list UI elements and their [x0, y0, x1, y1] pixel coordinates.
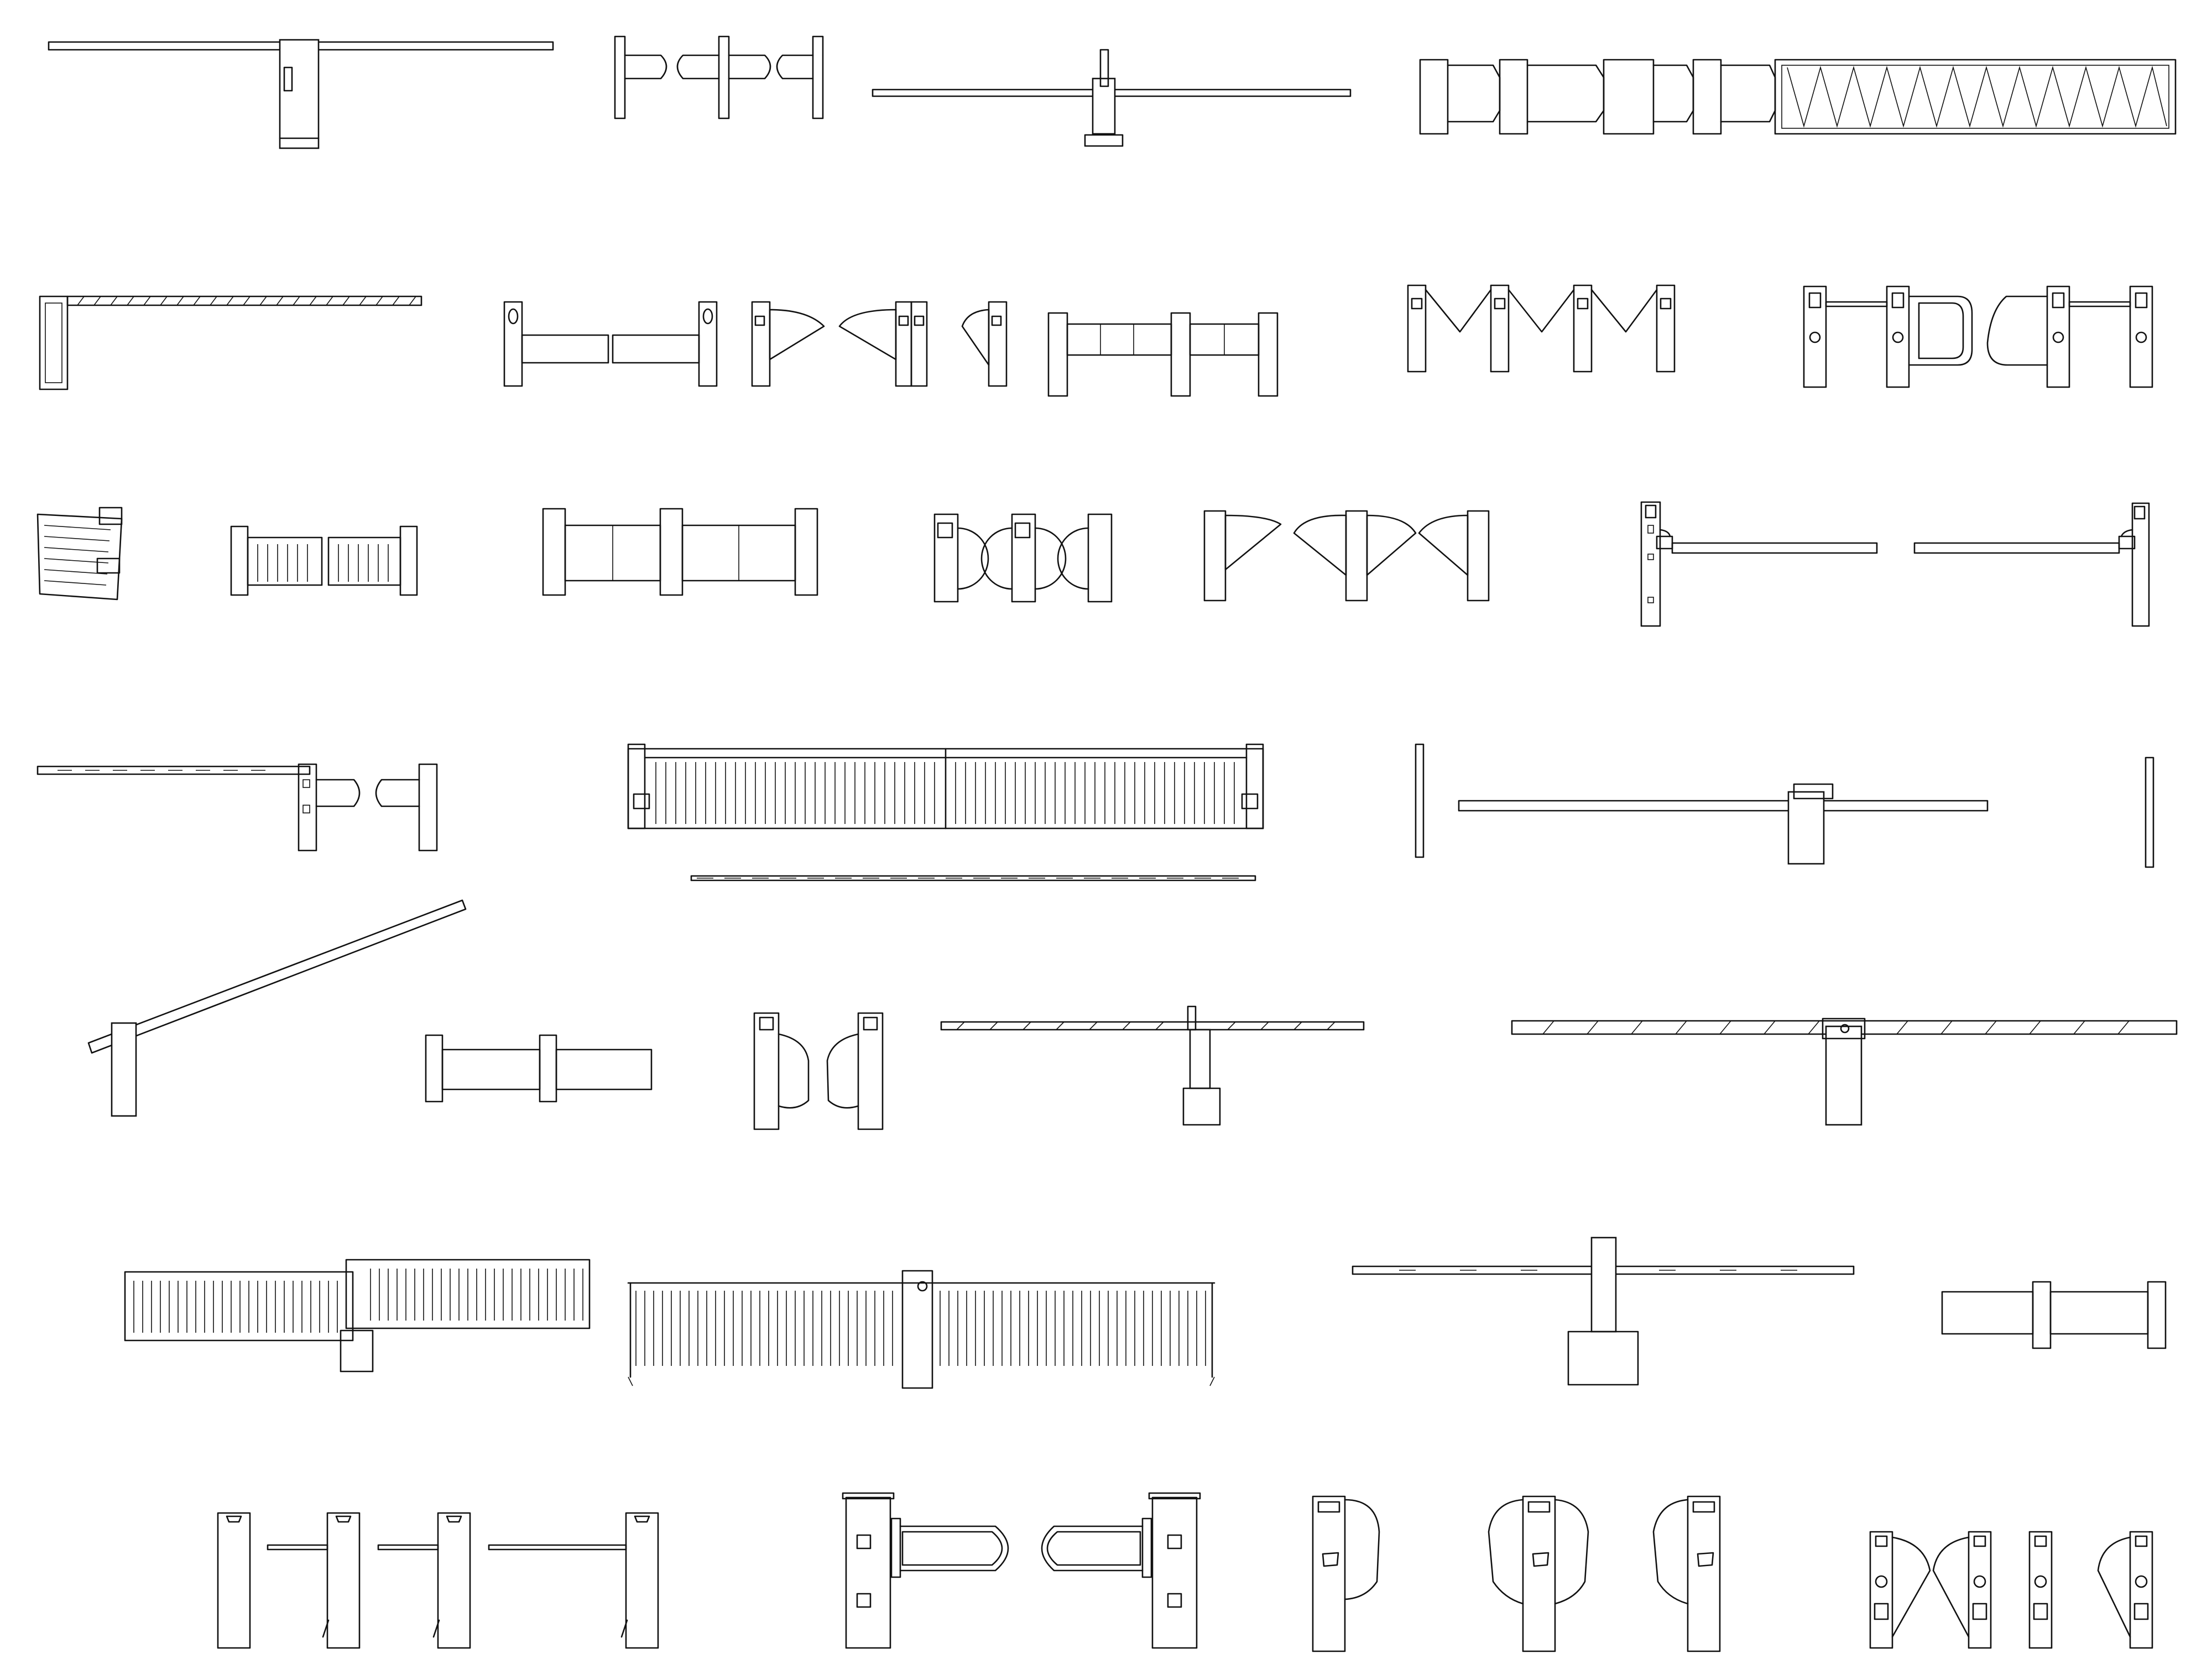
flap-turnstile-pair — [753, 1012, 884, 1130]
sliding-gate-pair — [230, 525, 418, 596]
barrier-gate-pedestal — [1352, 1237, 1855, 1386]
barrier-gate-raised-boom — [87, 899, 467, 1117]
barrier-gate-boom-long — [48, 39, 554, 149]
swing-barrier-short — [1941, 1281, 2167, 1349]
barrier-gate-thin-boom — [872, 49, 1352, 147]
swing-barrier-glass-panels — [1047, 312, 1279, 397]
flap-turnstile-wings-pair — [1203, 510, 1490, 602]
swing-barrier-three-posts — [542, 508, 818, 596]
speed-gate-wing-lanes — [1869, 1531, 2153, 1649]
flap-and-folding-gate-elevation — [1419, 59, 2177, 135]
barrier-arm-centered — [1415, 743, 2154, 868]
retractable-fence-gate — [627, 1270, 1215, 1389]
speed-gate-single-wings — [1312, 1495, 1721, 1652]
flap-turnstile-four-lanes — [1407, 284, 1676, 373]
swing-gate-heavy — [842, 1492, 1201, 1649]
swing-gate-with-arm — [1803, 285, 2153, 388]
swing-barrier-pair — [503, 301, 718, 387]
swing-barrier-single — [425, 1034, 653, 1103]
barrier-arm-side-view-right — [1913, 502, 2150, 627]
retractable-sliding-gate — [627, 743, 1264, 881]
flap-turnstile-triangle-wings — [751, 301, 1008, 387]
barrier-arm-side-view-left — [1640, 501, 1878, 627]
flap-turnstile-half-round — [933, 513, 1113, 603]
tripod-turnstile-lanes — [217, 1512, 659, 1649]
swing-gate-turnstile — [614, 35, 824, 119]
sliding-fence-gate — [124, 1259, 591, 1373]
barrier-gate-striped-boom — [39, 295, 422, 390]
boom-with-swing-gate — [36, 763, 438, 852]
barrier-gate-long-hatched-boom — [1511, 1018, 2178, 1126]
folding-gate-opened — [36, 507, 123, 601]
barrier-gate-hatched-boom — [940, 1005, 1365, 1126]
